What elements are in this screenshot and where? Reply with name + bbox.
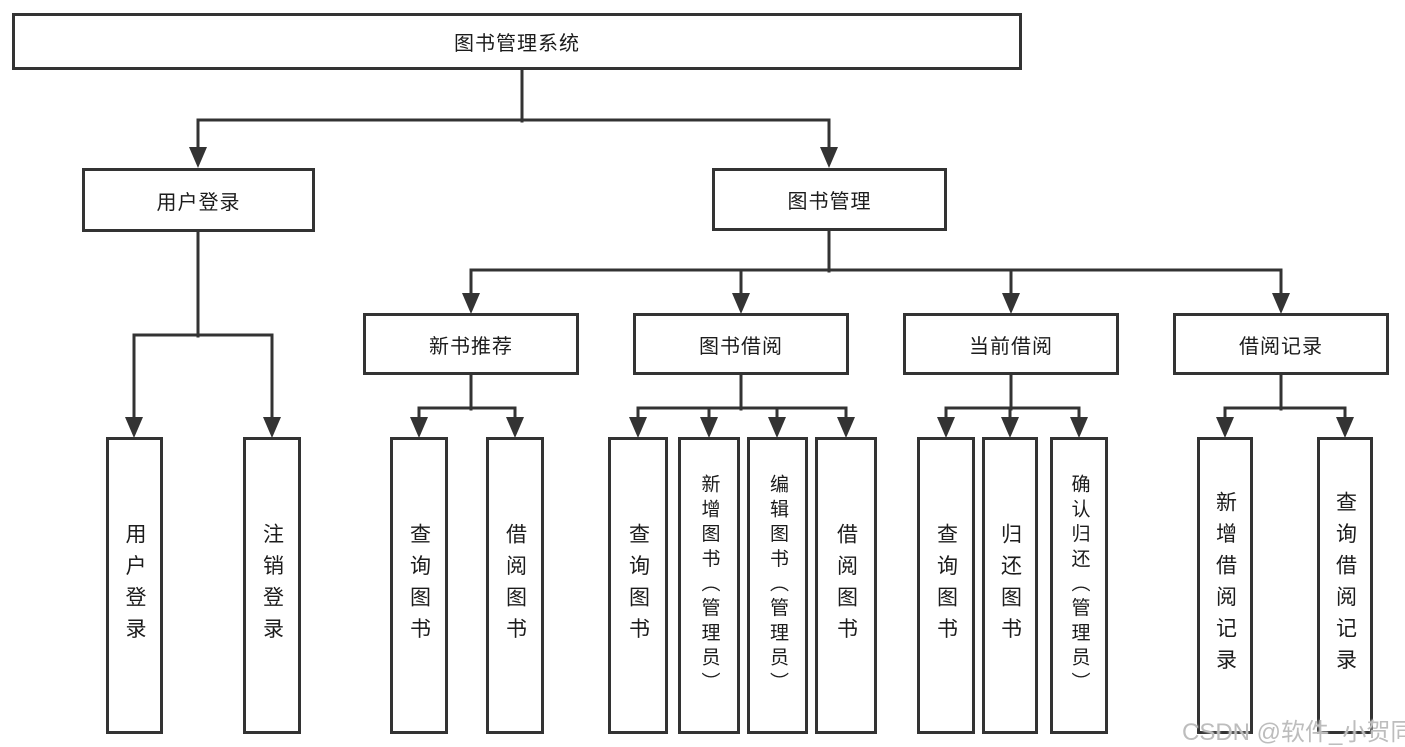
node-new-book-recommend: 新书推荐 [363, 313, 579, 375]
node-book-management: 图书管理 [712, 168, 947, 231]
node-new-book-recommend-label: 新书推荐 [429, 335, 513, 358]
node-book-management-label: 图书管理 [787, 191, 872, 213]
node-root-label: 图书管理系统 [454, 33, 580, 55]
leaf-edit-books-admin: 编辑图书（管理员） [747, 437, 808, 734]
leaf-user-login-label: 用户登录 [123, 522, 146, 649]
leaf-borrow-books-recommend-label: 借阅图书 [503, 522, 527, 649]
node-root: 图书管理系统 [12, 13, 1022, 70]
leaf-return-books-label: 归还图书 [998, 522, 1022, 649]
node-book-borrowing: 图书借阅 [633, 313, 849, 375]
leaf-add-books-admin-label: 新增图书（管理员） [698, 474, 720, 697]
leaf-confirm-return-admin-label: 确认归还（管理员） [1068, 474, 1090, 697]
leaf-query-books-current-label: 查询图书 [934, 522, 958, 649]
leaf-edit-books-admin-label: 编辑图书（管理员） [767, 474, 788, 697]
node-user-login-branch: 用户登录 [82, 168, 315, 232]
leaf-add-borrow-record: 新增借阅记录 [1197, 437, 1253, 734]
leaf-query-books-borrowing-label: 查询图书 [626, 522, 650, 649]
leaf-add-books-admin: 新增图书（管理员） [678, 437, 740, 734]
leaf-query-borrow-record: 查询借阅记录 [1317, 437, 1373, 734]
node-book-borrowing-label: 图书借阅 [699, 335, 783, 358]
leaf-query-books-recommend: 查询图书 [390, 437, 448, 734]
leaf-query-books-recommend-label: 查询图书 [407, 522, 431, 649]
leaf-borrow-books-borrowing-label: 借阅图书 [834, 522, 858, 649]
leaf-user-login: 用户登录 [106, 437, 163, 734]
leaf-borrow-books-borrowing: 借阅图书 [815, 437, 877, 734]
node-current-borrowing: 当前借阅 [903, 313, 1119, 375]
leaf-return-books: 归还图书 [982, 437, 1038, 734]
leaf-add-borrow-record-label: 新增借阅记录 [1213, 491, 1237, 680]
node-user-login-branch-label: 用户登录 [156, 191, 241, 214]
leaf-query-books-current: 查询图书 [917, 437, 975, 734]
leaf-borrow-books-recommend: 借阅图书 [486, 437, 544, 734]
node-current-borrowing-label: 当前借阅 [969, 335, 1053, 358]
leaf-query-books-borrowing: 查询图书 [608, 437, 668, 734]
watermark: CSDN @软件_小贺同学 [1182, 719, 1405, 746]
leaf-logout: 注销登录 [243, 437, 301, 734]
leaf-query-borrow-record-label: 查询借阅记录 [1333, 491, 1357, 680]
leaf-logout-label: 注销登录 [260, 522, 284, 649]
node-borrow-records-label: 借阅记录 [1239, 335, 1323, 358]
node-borrow-records: 借阅记录 [1173, 313, 1389, 375]
leaf-confirm-return-admin: 确认归还（管理员） [1050, 437, 1108, 734]
